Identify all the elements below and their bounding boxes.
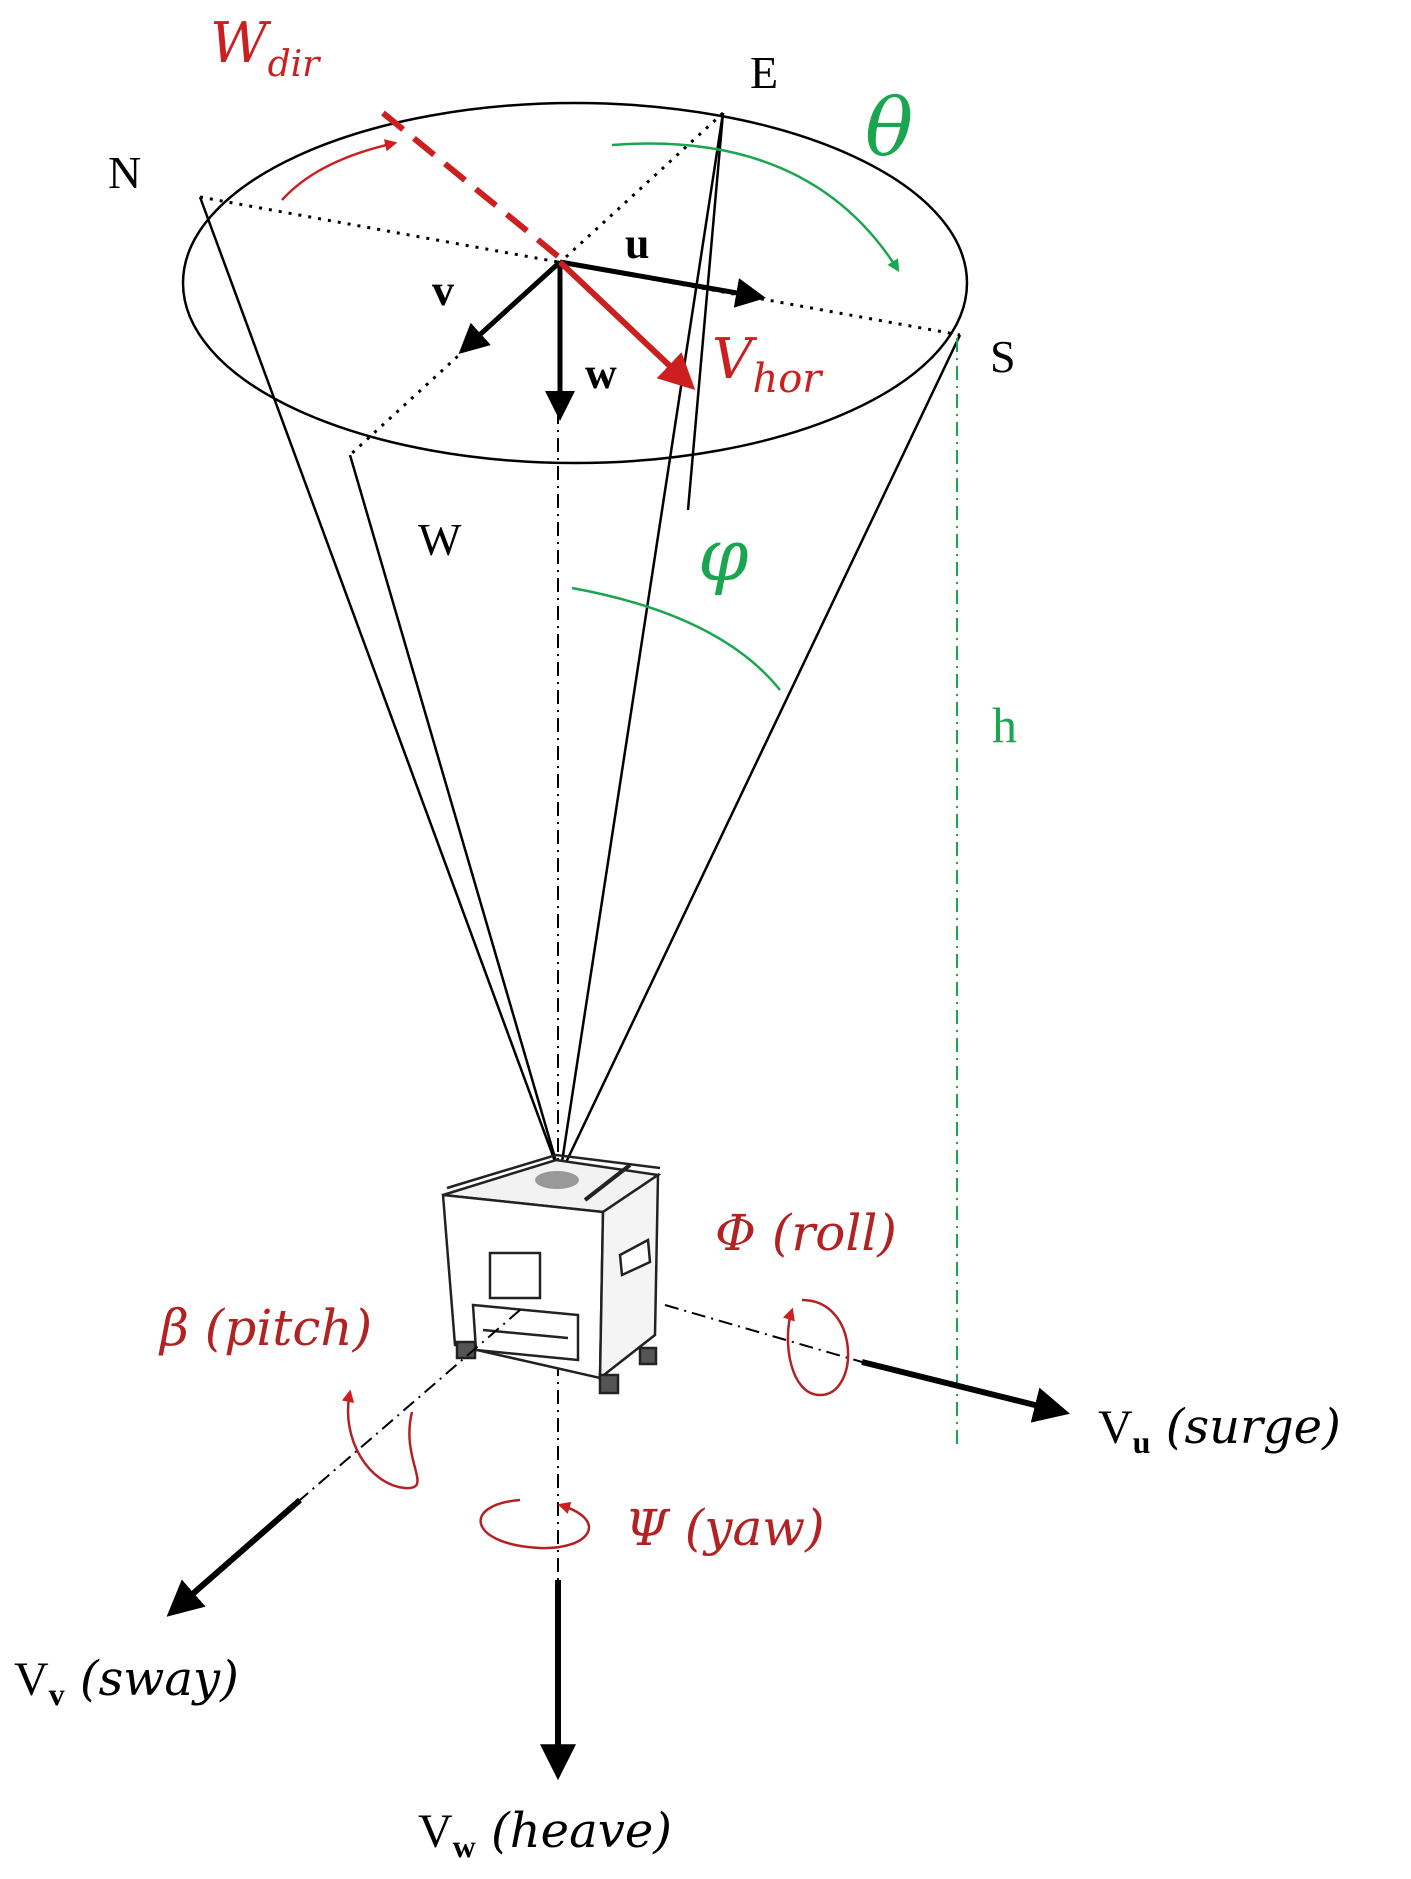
wind-direction-line [381, 110, 567, 265]
wind-rotation-arc [281, 139, 398, 201]
rotation-arrows [341, 1298, 850, 1550]
body-axes [458, 259, 766, 421]
label-v-hor: Vhor [712, 327, 824, 402]
label-sway: Vv (sway) [14, 1651, 239, 1712]
canopy-ellipse [181, 101, 969, 465]
payload-axes [299, 1304, 863, 1501]
theta-arc [611, 142, 900, 273]
suspension-lines [198, 112, 962, 1176]
label-w-axis: w [585, 349, 617, 398]
label-east: E [750, 47, 778, 98]
label-north: N [108, 147, 141, 198]
label-height: h [992, 697, 1017, 753]
velocity-arrows [166, 1359, 1070, 1781]
label-yaw: Ψ (yaw) [625, 1499, 825, 1557]
label-roll: Φ (roll) [715, 1204, 897, 1262]
label-pitch: β (pitch) [158, 1299, 372, 1357]
label-south: S [990, 331, 1016, 382]
canopy-diameters [199, 111, 961, 457]
payload-box-icon [441, 1153, 662, 1395]
label-west: W [418, 514, 462, 565]
v-hor-arrow [557, 259, 696, 390]
label-phi: φ [698, 513, 749, 597]
label-v-axis: v [432, 266, 454, 315]
label-u-axis: u [625, 219, 649, 268]
label-heave: Vw (heave) [418, 1803, 672, 1864]
label-surge: Vu (surge) [1098, 1399, 1341, 1460]
phi-arc [571, 586, 781, 691]
label-theta: θ [865, 81, 913, 174]
label-wind-direction: Wdir [210, 11, 321, 85]
